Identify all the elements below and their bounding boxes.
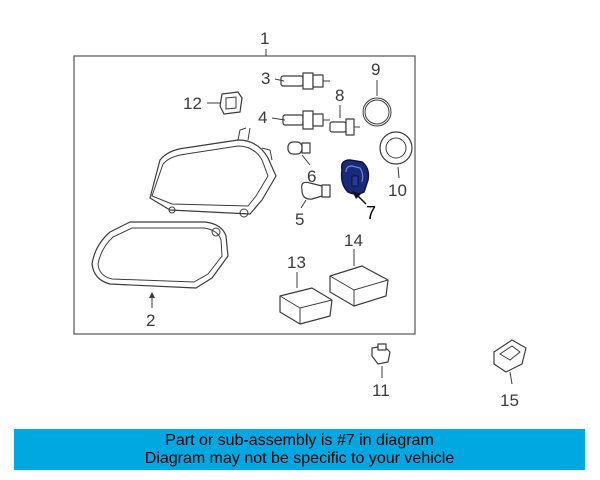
banner-line-1: Part or sub-assembly is #7 in diagram xyxy=(165,432,434,449)
callout-15[interactable]: 15 xyxy=(500,391,519,410)
callout-10[interactable]: 10 xyxy=(388,181,407,200)
callout-1[interactable]: 1 xyxy=(260,29,269,48)
socket-7-highlighted[interactable] xyxy=(340,159,370,195)
control-module-14[interactable] xyxy=(329,265,389,307)
callout-6[interactable]: 6 xyxy=(307,167,316,186)
clip-12[interactable] xyxy=(219,91,243,115)
callout-5[interactable]: 5 xyxy=(295,210,304,229)
ballast-13[interactable] xyxy=(279,287,333,325)
headlamp-lens[interactable] xyxy=(91,221,229,289)
bulb-5[interactable] xyxy=(301,181,331,200)
bulb-3[interactable] xyxy=(280,72,330,90)
cover-10[interactable] xyxy=(379,131,413,165)
callout-12[interactable]: 12 xyxy=(183,94,202,113)
bulb-6[interactable] xyxy=(287,141,311,155)
connector-15[interactable] xyxy=(493,339,527,373)
bulb-8[interactable] xyxy=(329,118,360,136)
parts-diagram: 1 2 3 4 5 6 xyxy=(73,29,527,410)
banner-line-2: Diagram may not be specific to your vehi… xyxy=(144,450,455,467)
callout-3[interactable]: 3 xyxy=(261,69,270,88)
callout-8[interactable]: 8 xyxy=(335,86,344,105)
callout-4[interactable]: 4 xyxy=(258,108,267,127)
callout-7[interactable]: 7 xyxy=(366,203,376,223)
callout-9[interactable]: 9 xyxy=(371,60,380,79)
callout-2[interactable]: 2 xyxy=(146,311,155,330)
headlamp-housing[interactable] xyxy=(149,127,277,218)
o-ring-9[interactable] xyxy=(362,97,392,127)
socket-11[interactable] xyxy=(371,343,391,365)
info-banner: Part or sub-assembly is #7 in diagram Di… xyxy=(14,429,585,470)
callout-13[interactable]: 13 xyxy=(287,253,306,272)
bulb-4[interactable] xyxy=(282,110,330,130)
assembly-frame xyxy=(73,55,416,335)
callout-14[interactable]: 14 xyxy=(344,231,363,250)
callout-11[interactable]: 11 xyxy=(372,381,390,400)
